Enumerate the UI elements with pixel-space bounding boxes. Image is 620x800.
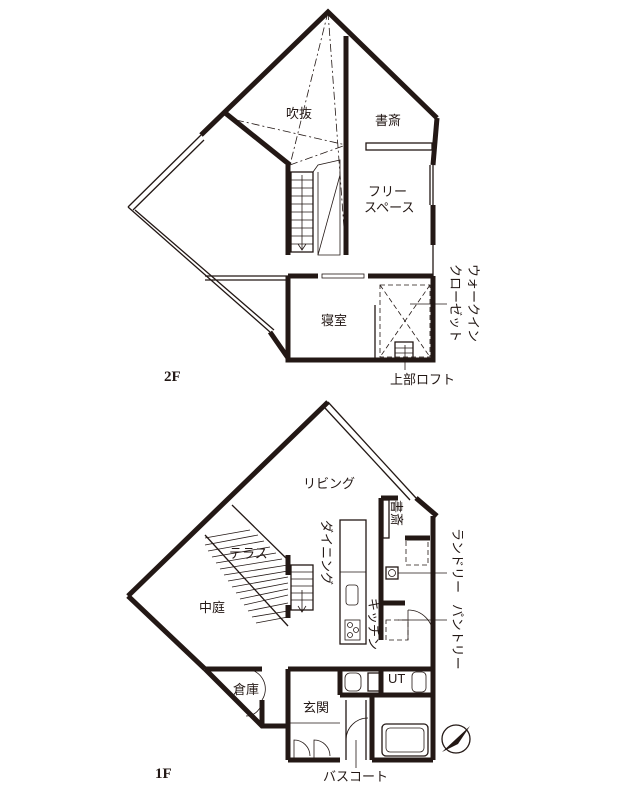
void-line-4 xyxy=(289,144,347,166)
terrace-outline-2 xyxy=(132,139,205,211)
ut-counter xyxy=(367,672,381,692)
label-pantry: パントリー xyxy=(450,604,465,670)
kitchen-hob xyxy=(344,619,361,641)
label-bath-court: バスコート xyxy=(323,769,388,784)
bathtub xyxy=(381,723,429,757)
stair-2f-arrowhead xyxy=(297,243,307,251)
hob-burner-2 xyxy=(353,627,359,633)
wc-toilet xyxy=(344,672,362,692)
label-genkan: 玄関 xyxy=(303,700,329,715)
label-shinshitsu: 寝室 xyxy=(321,313,347,328)
label-nakaniwa: 中庭 xyxy=(199,600,225,615)
wall-2f-sw-diagonal xyxy=(267,330,291,360)
laundry-sink xyxy=(385,566,399,580)
north-arrow-circle xyxy=(441,724,471,754)
storage-door-swing xyxy=(246,668,266,701)
label-ut: UT xyxy=(388,671,405,686)
label-free-space-2: スペース xyxy=(364,200,414,215)
wall-1f-ne xyxy=(414,496,439,518)
walkin-closet-cross-2 xyxy=(379,284,431,358)
label-loft: 上部ロフト xyxy=(390,372,455,387)
label-shosai-2f: 書斎 xyxy=(375,113,401,128)
corridor-door-2f xyxy=(321,273,365,279)
ut-washbasin xyxy=(411,671,427,693)
stair-2f-landing xyxy=(317,174,341,256)
desk-1f xyxy=(382,499,390,539)
label-fukinuke: 吹抜 xyxy=(286,106,312,121)
wall-2f-north-west xyxy=(199,8,439,137)
label-free-space-1: フリー xyxy=(368,184,407,199)
stair-2f-rail xyxy=(312,159,341,256)
label-walkin-2: クローゼット xyxy=(448,264,463,342)
entry-door-1 xyxy=(293,739,311,760)
label-laundry: ランドリー xyxy=(450,528,465,593)
label-shosai-1f: 書斎 xyxy=(389,500,404,526)
wall-2f-bedroom-block xyxy=(285,276,436,363)
label-dining: ダイニング xyxy=(319,520,334,585)
hob-burner-3 xyxy=(347,632,353,638)
label-terrace: テラス xyxy=(229,546,268,561)
label-kitchen: キッチン xyxy=(366,598,381,650)
kitchen-island xyxy=(339,519,367,645)
terrace-outline-1 xyxy=(127,134,202,208)
label-walkin-1: ウォークイン xyxy=(466,264,481,342)
terrace-outline-3 xyxy=(127,206,271,333)
void-line-2 xyxy=(235,119,347,146)
label-souko: 倉庫 xyxy=(233,682,259,697)
pantry-shelf xyxy=(385,619,409,641)
floor-label-1f: 1F xyxy=(155,766,172,782)
wall-2f-inner-diagonal xyxy=(222,110,292,167)
plan-1f: リビング 書斎 ダイニング テラス 中庭 キッチン ランドリー パントリー 倉庫… xyxy=(126,400,471,784)
wall-1f-storage xyxy=(203,667,286,729)
bath-door-swing xyxy=(345,717,369,741)
storage-door-swing-2 xyxy=(245,699,263,717)
wall-1f-north-west xyxy=(126,400,330,598)
floor-label-2f: 2F xyxy=(164,369,181,385)
bathtub-inner xyxy=(385,727,425,753)
desk-2f xyxy=(365,142,433,151)
window-1f-ne-1 xyxy=(327,401,417,499)
void-line-3 xyxy=(327,11,347,256)
void-line-1 xyxy=(289,11,329,166)
wall-1f-courtyard-sw xyxy=(126,594,207,671)
terrace-outline-4 xyxy=(134,209,275,331)
kitchen-sink xyxy=(345,584,359,606)
window-1f-ne-2 xyxy=(324,407,411,501)
terrace-decking xyxy=(204,504,289,627)
loft-ladder xyxy=(394,341,414,359)
hob-burner-1 xyxy=(347,622,353,628)
pantry-door-swing xyxy=(407,609,434,636)
north-arrow-icon xyxy=(442,726,470,752)
laundry-machine xyxy=(405,539,429,566)
label-living: リビング xyxy=(303,476,355,491)
laundry-sink-bowl xyxy=(388,569,396,577)
entry-door-2 xyxy=(313,739,331,760)
stair-1f-arrowhead xyxy=(297,605,307,613)
plan-2f: 吹抜 書斎 フリー スペース 寝室 ウォークイン クローゼット 上部ロフト 2F xyxy=(127,8,481,387)
wall-2f-east-upper xyxy=(430,117,440,166)
